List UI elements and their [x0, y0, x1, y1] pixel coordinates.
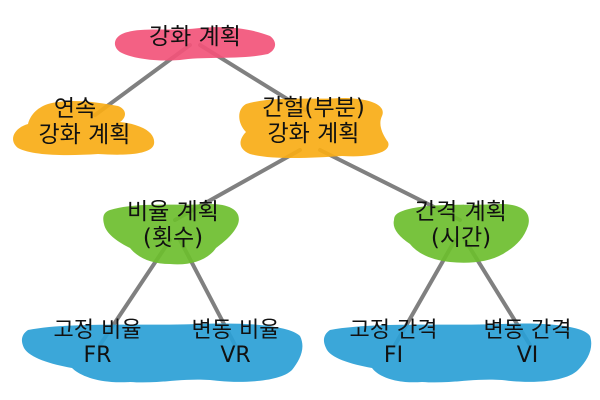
ratio-node-label-1: 비율 계획: [127, 199, 219, 225]
interval-node-fill: [393, 204, 529, 263]
interval-node-label-2: (시간): [430, 225, 492, 251]
fixed-ratio-label-1: 고정 비율: [53, 318, 142, 343]
fixed-interval-label-1: 고정 간격: [349, 318, 438, 343]
interval-leaves-fill: [323, 323, 592, 383]
interval-leaves-blob: [323, 323, 592, 383]
ratio-leaves-blob: [21, 323, 303, 383]
continuous-node-label-2: 강화 계획: [38, 122, 131, 148]
fixed-interval-label-2: FI: [383, 343, 404, 368]
root-node-label: 강화 계획: [149, 24, 241, 50]
variable-ratio-label-1: 변동 비율: [191, 318, 280, 343]
ratio-node-label-2: (횟수): [142, 225, 204, 251]
intermittent-node-fill: [239, 98, 389, 158]
interval-node-label-1: 간격 계획: [415, 199, 507, 225]
fixed-ratio-label-2: FR: [83, 343, 112, 368]
variable-ratio-label-2: VR: [220, 343, 251, 368]
root-node-blob: [114, 27, 276, 61]
ratio-node-fill: [103, 204, 239, 265]
intermittent-node-label-1: 간헐(부분): [262, 95, 365, 121]
variable-interval-label-2: VI: [516, 343, 539, 368]
interval-node-blob: [393, 204, 529, 263]
continuous-node-fill: [13, 100, 155, 156]
root-node-fill: [114, 27, 276, 61]
continuous-node-blob: [13, 100, 155, 156]
intermittent-node-blob: [239, 98, 389, 158]
ratio-node-blob: [103, 204, 239, 265]
variable-interval-label-1: 변동 간격: [483, 318, 572, 343]
ratio-leaves-fill: [21, 323, 303, 383]
continuous-node-label-1: 연속: [53, 96, 97, 122]
intermittent-node-label-2: 강화 계획: [267, 121, 360, 147]
